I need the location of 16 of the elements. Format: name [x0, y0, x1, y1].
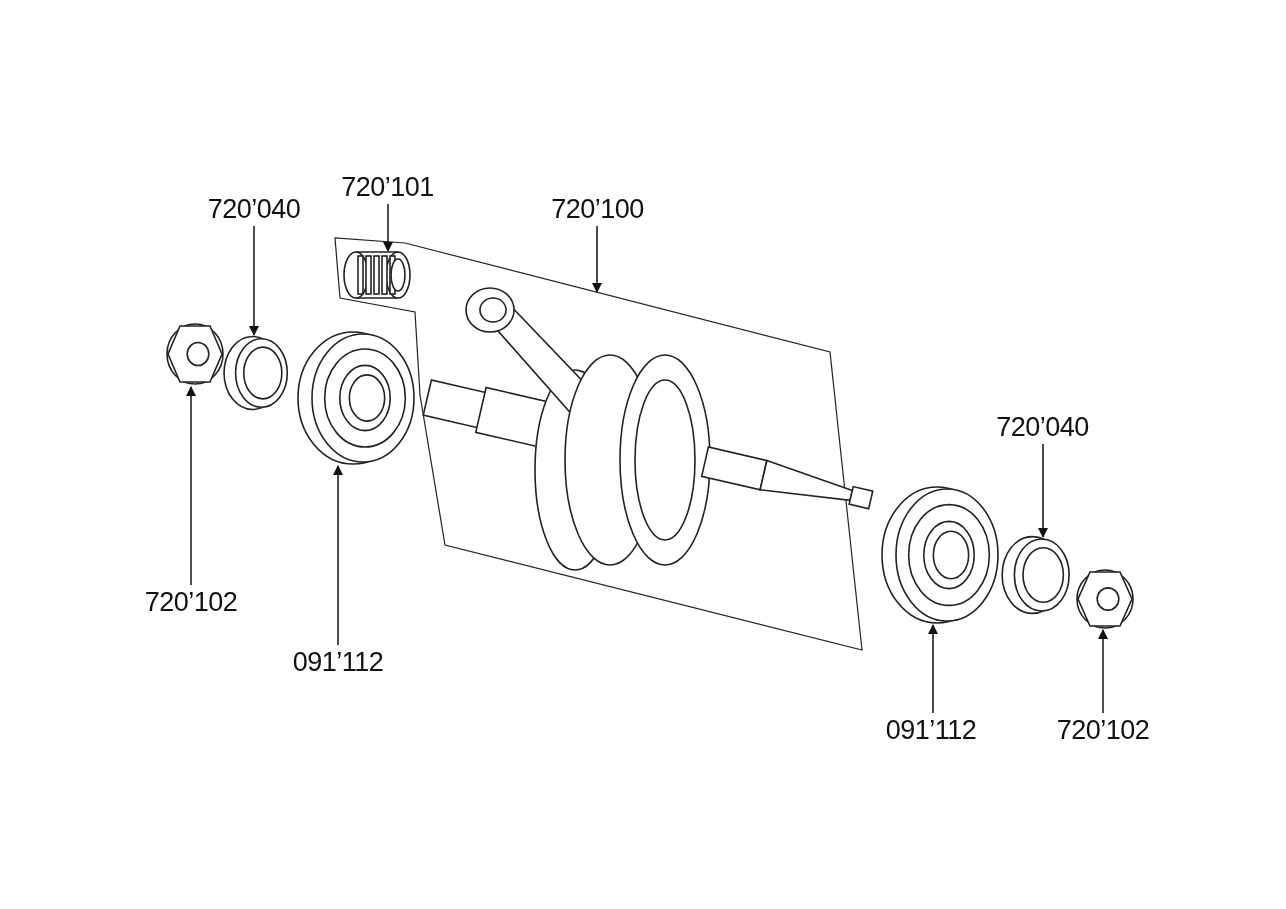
leader-line — [928, 624, 938, 714]
part-number: 091’112 — [287, 645, 389, 679]
leader-line — [186, 386, 196, 586]
leader-line — [1098, 629, 1108, 714]
leader-line — [592, 225, 602, 293]
part-number: 091’112 — [880, 713, 982, 747]
part-number: 720’102 — [1052, 713, 1154, 747]
leader-line — [383, 203, 393, 252]
leader-line — [1038, 443, 1048, 538]
part-number: 720’040 — [990, 410, 1095, 444]
part-number: 720’100 — [545, 192, 650, 226]
part-number: 720’101 — [335, 170, 440, 204]
part-number: 720’102 — [140, 585, 242, 619]
part-number: 720’040 — [204, 192, 304, 226]
leader-line — [333, 465, 343, 646]
leader-line — [249, 225, 259, 336]
